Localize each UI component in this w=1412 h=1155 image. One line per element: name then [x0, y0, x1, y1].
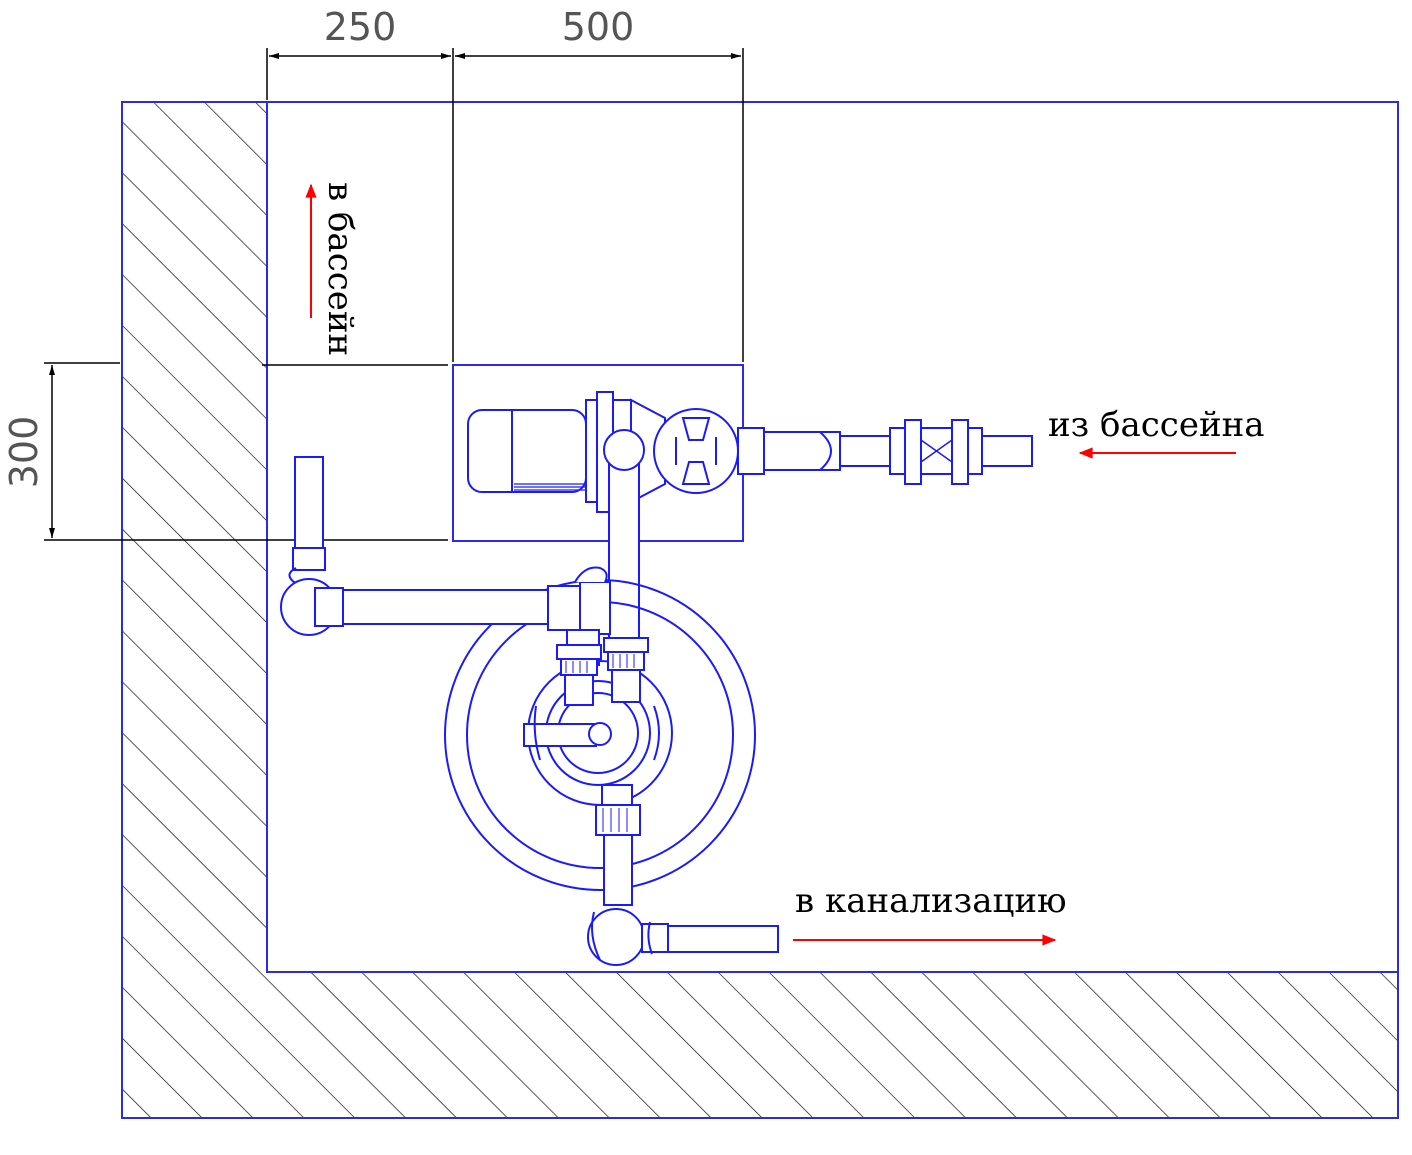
- suction-line: [737, 419, 1033, 485]
- return-line: [280, 456, 611, 666]
- pump-discharge-pipe: [603, 429, 645, 647]
- inner-wall-line: [266, 102, 1398, 973]
- drain-line: [587, 784, 779, 966]
- dim-500-value: 500: [562, 5, 635, 49]
- filter-top-unions: [556, 637, 649, 706]
- left-wall-hatch: [122, 102, 1398, 1118]
- walls: [121, 101, 1399, 1119]
- dim-300-value: 300: [2, 416, 46, 489]
- dimension-lines: [44, 48, 744, 541]
- to-sewer-label: в канализацию: [795, 881, 1067, 921]
- room-outline: [121, 101, 1399, 1119]
- to-pool-label: в бассейн: [320, 182, 360, 356]
- flow-arrows: [305, 183, 1236, 946]
- pump-motor: [467, 409, 587, 493]
- from-pool-label: из бассейна: [1048, 405, 1265, 445]
- pump: [467, 391, 739, 513]
- dim-250-value: 250: [324, 5, 397, 49]
- drain-elbow: [587, 908, 645, 966]
